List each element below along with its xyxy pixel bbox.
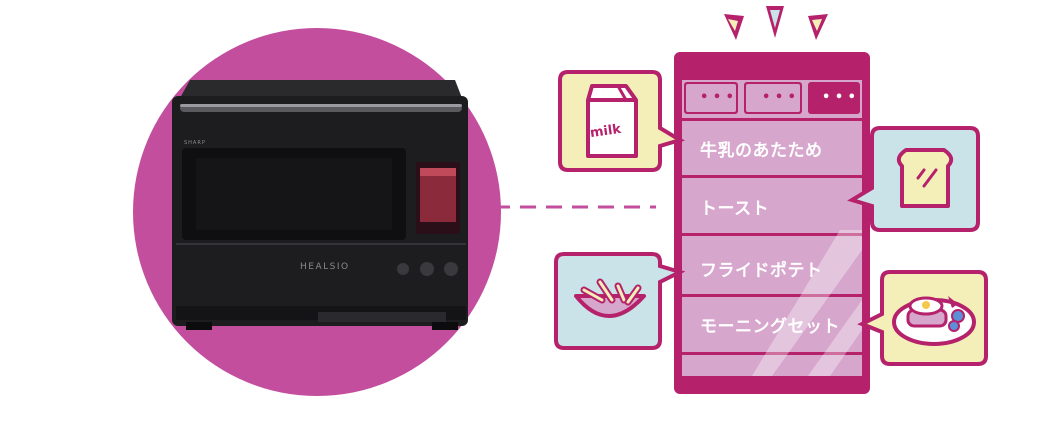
oven-illustration [133,28,501,396]
control-button [444,262,458,276]
sparkle-icon [724,6,828,40]
menu-item-breakfast[interactable]: モーニングセット [700,317,840,337]
menu-item-fries[interactable]: フライドポテト [700,261,823,281]
brand-logo: SHARP [184,140,206,146]
control-button [397,263,409,275]
breakfast-bubble [857,270,988,366]
milk-carton-icon [586,84,638,158]
milk-bubble [558,70,685,172]
toast-bubble [847,126,980,232]
tab-3-dots[interactable]: • • • [822,90,856,105]
french-fries-icon [574,278,646,318]
fries-bubble [554,252,686,350]
menu-item-toast[interactable]: トースト [700,199,770,219]
control-button [420,262,434,276]
drip-tray [318,312,446,322]
tab-3 [808,82,860,114]
breakfast-plate-icon [892,296,976,346]
tab-2-dots[interactable]: • • • [762,90,796,105]
dashed-connector [494,205,656,209]
menu-item-milk[interactable]: 牛乳のあたため [700,141,823,161]
menu-panel-illustration [554,6,988,394]
tab-1-dots[interactable]: • • • [700,90,734,105]
toast-icon [896,148,954,208]
model-logo: HEALSIO [300,262,350,272]
microwave-oven [172,80,468,330]
